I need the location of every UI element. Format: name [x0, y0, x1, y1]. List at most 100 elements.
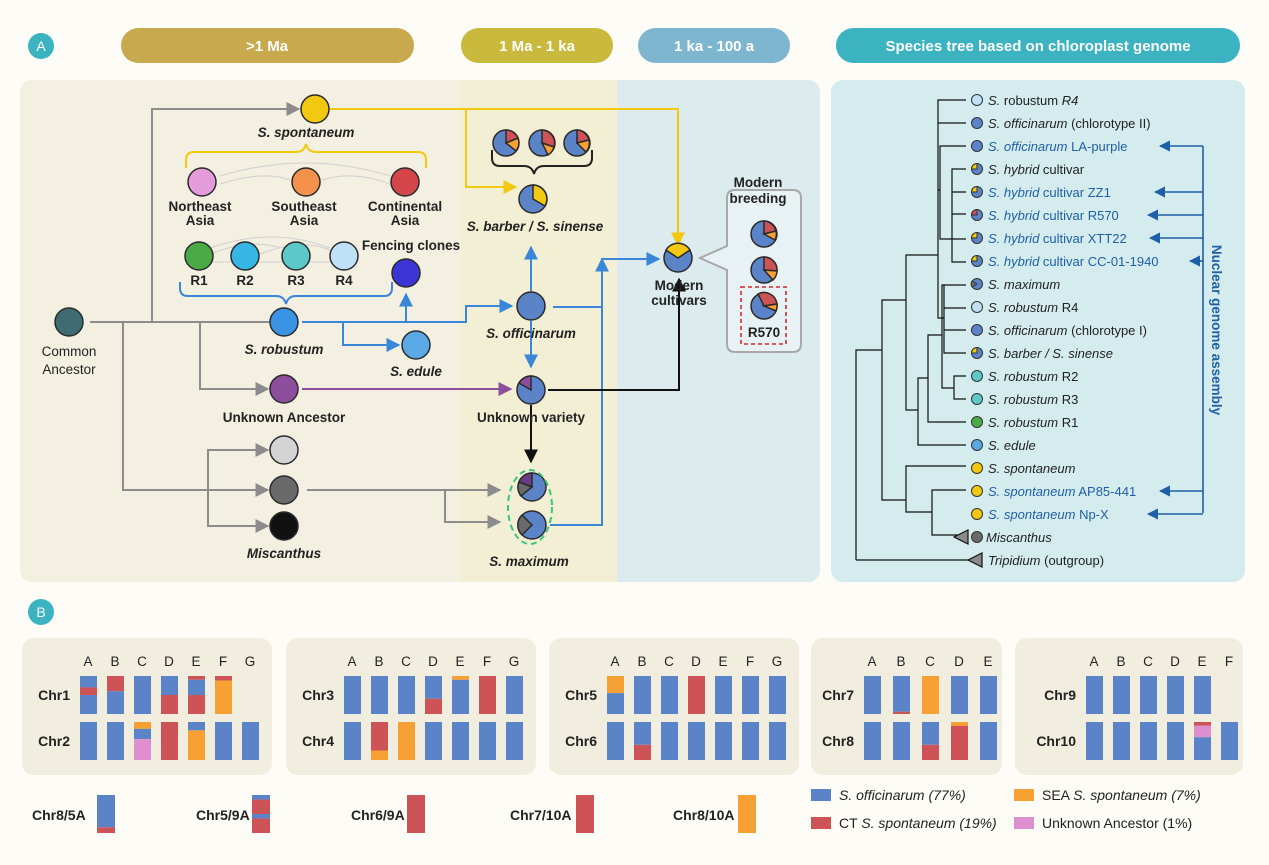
chr-bar — [1221, 722, 1238, 760]
chr-bar — [634, 722, 651, 760]
chr-column-letter: D — [954, 654, 964, 669]
recombinant-bar — [252, 795, 270, 833]
recombinant-bar — [576, 795, 594, 833]
ne-asia-label-2: Asia — [186, 213, 215, 228]
tree-leaf-dot — [970, 346, 983, 359]
r570-highlight — [740, 286, 787, 345]
chr-column-letter: D — [1170, 654, 1180, 669]
recombinant-bar — [97, 795, 115, 833]
chr-column-letter: G — [509, 654, 520, 669]
chr-column-letter: C — [401, 654, 411, 669]
chr-bar — [951, 676, 968, 714]
tripidium-triangle — [966, 552, 983, 568]
chr-column-letter: B — [637, 654, 646, 669]
chr-bar — [344, 676, 361, 714]
chr-bar — [452, 676, 469, 714]
tree-leaf-label: S. robustum R3 — [988, 392, 1078, 407]
chr-bar — [188, 722, 205, 760]
cont-asia-node — [390, 167, 420, 197]
chr-bar — [715, 722, 732, 760]
chr-bar — [661, 722, 678, 760]
r2-label: R2 — [236, 273, 253, 288]
header-tree: Species tree based on chloroplast genome — [885, 38, 1190, 55]
tree-leaf-label: S. officinarum LA-purple — [988, 139, 1127, 154]
legend-label: S. officinarum (77%) — [839, 787, 966, 803]
brace-robustum — [179, 282, 393, 305]
recombinant-label: Chr8/10A — [673, 807, 734, 823]
modern-cultivars-label-1: Modern — [655, 278, 704, 293]
chr-column-letter: E — [1197, 654, 1206, 669]
net-spont-2 — [219, 175, 291, 185]
chr-bar — [452, 722, 469, 760]
tree-leaf-label: S. officinarum (chlorotype I) — [988, 323, 1147, 338]
tree-leaf-dot — [970, 278, 983, 290]
tree-leaf-dot — [970, 231, 983, 244]
chr-bar — [425, 722, 442, 760]
robustum-node — [269, 307, 299, 337]
chr-bar — [371, 676, 388, 714]
legend-swatch — [1014, 817, 1034, 829]
chr-bar — [188, 676, 205, 714]
net-spont-1 — [219, 162, 391, 177]
chr-column-letter: D — [164, 654, 174, 669]
panel-b-badge — [28, 599, 54, 625]
chr-bar — [479, 676, 496, 714]
chr-column-letter: A — [347, 654, 356, 669]
chr-column-letter: B — [110, 654, 119, 669]
chr-column-letter: B — [1116, 654, 1125, 669]
miscanthus-node — [269, 511, 299, 541]
legend-swatch — [811, 789, 831, 801]
chr-bar — [607, 676, 624, 714]
chr-bar — [893, 676, 910, 714]
chr-column-letter: C — [925, 654, 935, 669]
chr-column-letter: C — [137, 654, 147, 669]
chr-bar — [371, 722, 388, 760]
chr-bar — [1086, 676, 1103, 714]
panel-b-label: B — [36, 604, 45, 620]
chr-column-letter: B — [374, 654, 383, 669]
header-1ma: >1 Ma — [246, 38, 289, 55]
chr-bar — [893, 722, 910, 760]
tree-leaf-dot — [970, 254, 983, 267]
breeding-pie-r570 — [750, 291, 778, 320]
chr-column-letter: E — [983, 654, 992, 669]
tree-leaf-label: S. edule — [988, 438, 1036, 453]
chr-bar — [1086, 722, 1103, 760]
chr-bar — [107, 722, 124, 760]
header-pill-1ma — [121, 28, 414, 63]
chr-column-letter: F — [1225, 654, 1233, 669]
recombinant-bar — [407, 795, 425, 833]
chr-bar — [1113, 722, 1130, 760]
unknown-ancestor-node — [269, 374, 299, 404]
edge-rob-offic — [343, 299, 514, 323]
modern-breeding-label-2: breeding — [729, 191, 786, 206]
tree-leaf-label: S. officinarum (chlorotype II) — [988, 116, 1151, 131]
chr-bar — [864, 676, 881, 714]
edge-rob-edule — [342, 322, 401, 352]
tree-leaf-label: S. hybrid cultivar XTT22 — [988, 231, 1127, 246]
net-rob-1 — [209, 236, 331, 249]
tree-leaf-label: S. robustum R4 — [988, 300, 1078, 315]
chr-column-letter: F — [483, 654, 491, 669]
grey-dark-node — [269, 475, 299, 505]
edge-modern-maximum — [550, 257, 609, 526]
r3-label: R3 — [287, 273, 305, 288]
chr-row-label: Chr8 — [822, 733, 854, 749]
chr-bar — [922, 676, 939, 714]
chr-bar — [134, 676, 151, 714]
maximum-dashed-group — [507, 469, 553, 545]
chr-row-label: Chr7 — [822, 687, 854, 703]
grey-light-node — [269, 435, 299, 465]
chr-bar — [215, 676, 232, 714]
chr-bar — [922, 722, 939, 760]
maximum-label: S. maximum — [489, 554, 569, 569]
tree-leaf-label: S. hybrid cultivar — [988, 162, 1085, 177]
legend-swatch — [811, 817, 831, 829]
chr-column-letter: A — [610, 654, 619, 669]
chr-bar — [398, 676, 415, 714]
ne-asia-label-1: Northeast — [168, 199, 232, 214]
chr-bar — [688, 722, 705, 760]
tree-leaf-label: S. robustum R4 — [988, 93, 1078, 108]
tree-leaf-dot — [971, 140, 983, 152]
barber-pie-2 — [528, 129, 556, 157]
